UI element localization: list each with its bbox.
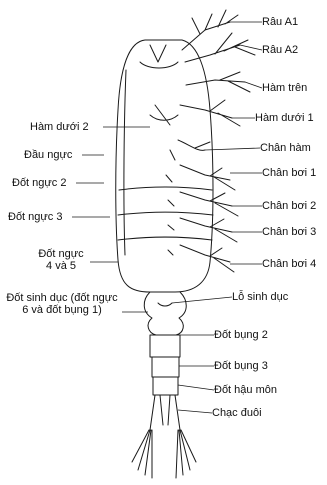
body-inner-line <box>124 70 126 255</box>
anal-segment-shape <box>153 377 178 395</box>
label-thorax45: Đốt ngực 4 và 5 <box>30 248 92 272</box>
label-furca: Chạc đuôi <box>212 407 262 419</box>
label-cephalothorax: Đầu ngực <box>24 149 72 161</box>
abdomen-segment-2 <box>150 335 180 357</box>
swimleg3-shape <box>180 218 237 242</box>
leader-genital-pore <box>172 297 232 303</box>
swimleg4-shape <box>180 245 234 272</box>
abdomen-segment-3 <box>152 357 179 377</box>
label-genital-pore: Lỗ sinh dục <box>232 291 288 303</box>
maxilliped-shape <box>178 140 210 150</box>
maxilla-shape <box>150 105 178 125</box>
mandible-shape <box>186 72 250 92</box>
leader-anal <box>178 385 214 390</box>
label-abdomen2: Đốt bụng 2 <box>214 329 268 341</box>
segment-line-2 <box>118 212 213 215</box>
swimleg1-shape <box>180 165 235 190</box>
label-antennule: Râu A1 <box>262 16 298 28</box>
furca-left <box>150 395 155 430</box>
head-detail <box>140 62 178 68</box>
label-swimleg2: Chân bơi 2 <box>262 200 316 212</box>
body-outline <box>116 40 213 292</box>
label-maxilliped: Chân hàm <box>260 142 311 154</box>
genital-pore-mark <box>158 303 172 306</box>
label-thorax3: Đốt ngực 3 <box>8 211 62 223</box>
label-genital-segment: Đốt sinh dục (đốt ngực 6 và đốt bụng 1) <box>2 292 122 316</box>
rostrum <box>150 45 166 62</box>
furca-right <box>175 395 180 430</box>
label-anal-segment: Đốt hậu môn <box>214 384 277 396</box>
leader-maxilliped <box>205 148 260 150</box>
label-swimleg3: Chân bơi 3 <box>262 226 316 238</box>
label-thorax2: Đốt ngực 2 <box>12 177 66 189</box>
label-abdomen3: Đốt bụng 3 <box>214 360 268 372</box>
label-maxillule: Hàm dưới 1 <box>255 112 314 124</box>
label-swimleg1: Chân bơi 1 <box>262 167 316 179</box>
genital-segment-outline <box>144 292 186 335</box>
label-maxilla: Hàm dưới 2 <box>30 121 89 133</box>
label-antenna: Râu A2 <box>262 44 298 56</box>
segment-line-1 <box>119 187 212 190</box>
furcal-setae <box>132 430 196 478</box>
body-setae <box>166 150 175 255</box>
leader-furca <box>178 410 212 413</box>
label-swimleg4: Chân bơi 4 <box>262 258 316 270</box>
label-mandible: Hàm trên <box>262 82 307 94</box>
leader-antenna <box>240 45 262 50</box>
furca-center <box>160 395 170 425</box>
antenna-shape <box>185 33 255 62</box>
segment-line-3 <box>118 237 212 240</box>
leader-mandible <box>245 82 262 88</box>
